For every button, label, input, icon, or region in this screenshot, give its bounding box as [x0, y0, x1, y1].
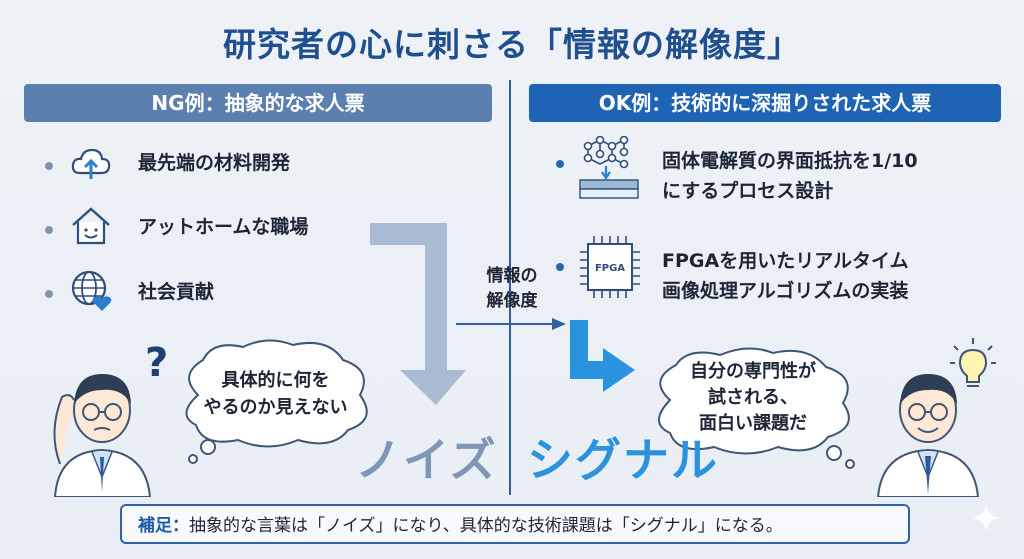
ok-bent-arrow: [570, 320, 635, 392]
ng-bullet: [45, 290, 53, 298]
footnote-text: 抽象的な言葉は「ノイズ」になり、具体的な技術課題は「シグナル」になる。: [189, 516, 783, 536]
cloud-upload-icon: [71, 148, 111, 179]
molecule-layers-icon: [579, 136, 639, 199]
page-title: 研究者の心に刺さる「情報の解像度」: [223, 25, 801, 64]
fpga-chip-label: FPGA: [595, 263, 625, 274]
ok-bubble-line-2: 試される、: [708, 387, 798, 408]
ok-item-2-line-2: 画像処理アルゴリズムの実装: [662, 280, 909, 302]
ng-header: NG例：抽象的な求人票: [24, 84, 492, 122]
resolution-label-line-1: 情報の: [486, 266, 538, 286]
lightbulb-icon: [950, 338, 996, 387]
confused-researcher-icon: [53, 374, 152, 497]
noise-label: ノイズ: [355, 433, 498, 487]
ng-item-3: 社会貢献: [138, 281, 215, 303]
ok-header: OK例：技術的に深掘りされた求人票: [529, 84, 1001, 122]
ng-bent-arrow: [370, 223, 466, 405]
ok-bubble-line-3: 面白い課題だ: [699, 413, 807, 434]
smiling-house-icon: [72, 207, 110, 245]
ok-item-2-line-1: FPGAを用いたリアルタイム: [662, 250, 909, 272]
ok-item-1-line-2: にするプロセス設計: [662, 180, 834, 202]
ng-item-2: アットホームな職場: [138, 216, 309, 238]
ng-thought-bubble: [185, 339, 368, 464]
globe-heart-icon: [71, 270, 112, 311]
ok-thought-bubble: [658, 347, 855, 469]
ng-bullet: [45, 226, 53, 234]
footnote-box: 補足：抽象的な言葉は「ノイズ」になり、具体的な技術課題は「シグナル」になる。: [120, 504, 910, 544]
resolution-arrow-label: 情報の 解像度: [462, 264, 562, 314]
ok-item-2: FPGAを用いたリアルタイム 画像処理アルゴリズムの実装: [662, 246, 909, 306]
resolution-label-line-2: 解像度: [486, 291, 538, 311]
ng-item-1: 最先端の材料開発: [138, 152, 291, 174]
resolution-arrow: [456, 318, 566, 330]
ok-bubble-line-1: 自分の専門性が: [690, 361, 816, 382]
ok-bullet: [556, 160, 564, 168]
question-mark: ?: [145, 340, 169, 386]
ng-bullet: [45, 162, 53, 170]
ng-bubble-line-1: 具体的に何を: [221, 370, 330, 391]
center-divider: [509, 80, 511, 495]
footnote-label: 補足：: [138, 516, 189, 536]
signal-label: シグナル: [527, 433, 719, 487]
ng-bubble-line-2: やるのか見えない: [203, 397, 348, 418]
happy-researcher-icon: [876, 374, 980, 497]
fpga-chip-icon: FPGA: [580, 236, 640, 298]
ok-item-1-line-1: 固体電解質の界面抵抗を1/10: [662, 150, 918, 172]
sparkle-icon: [972, 504, 1000, 532]
ok-bubble-text: 自分の専門性が 試される、 面白い課題だ: [650, 359, 856, 437]
ok-item-1: 固体電解質の界面抵抗を1/10 にするプロセス設計: [662, 146, 918, 206]
ng-bubble-text: 具体的に何を やるのか見えない: [178, 367, 373, 421]
ok-bullet: [556, 263, 564, 271]
